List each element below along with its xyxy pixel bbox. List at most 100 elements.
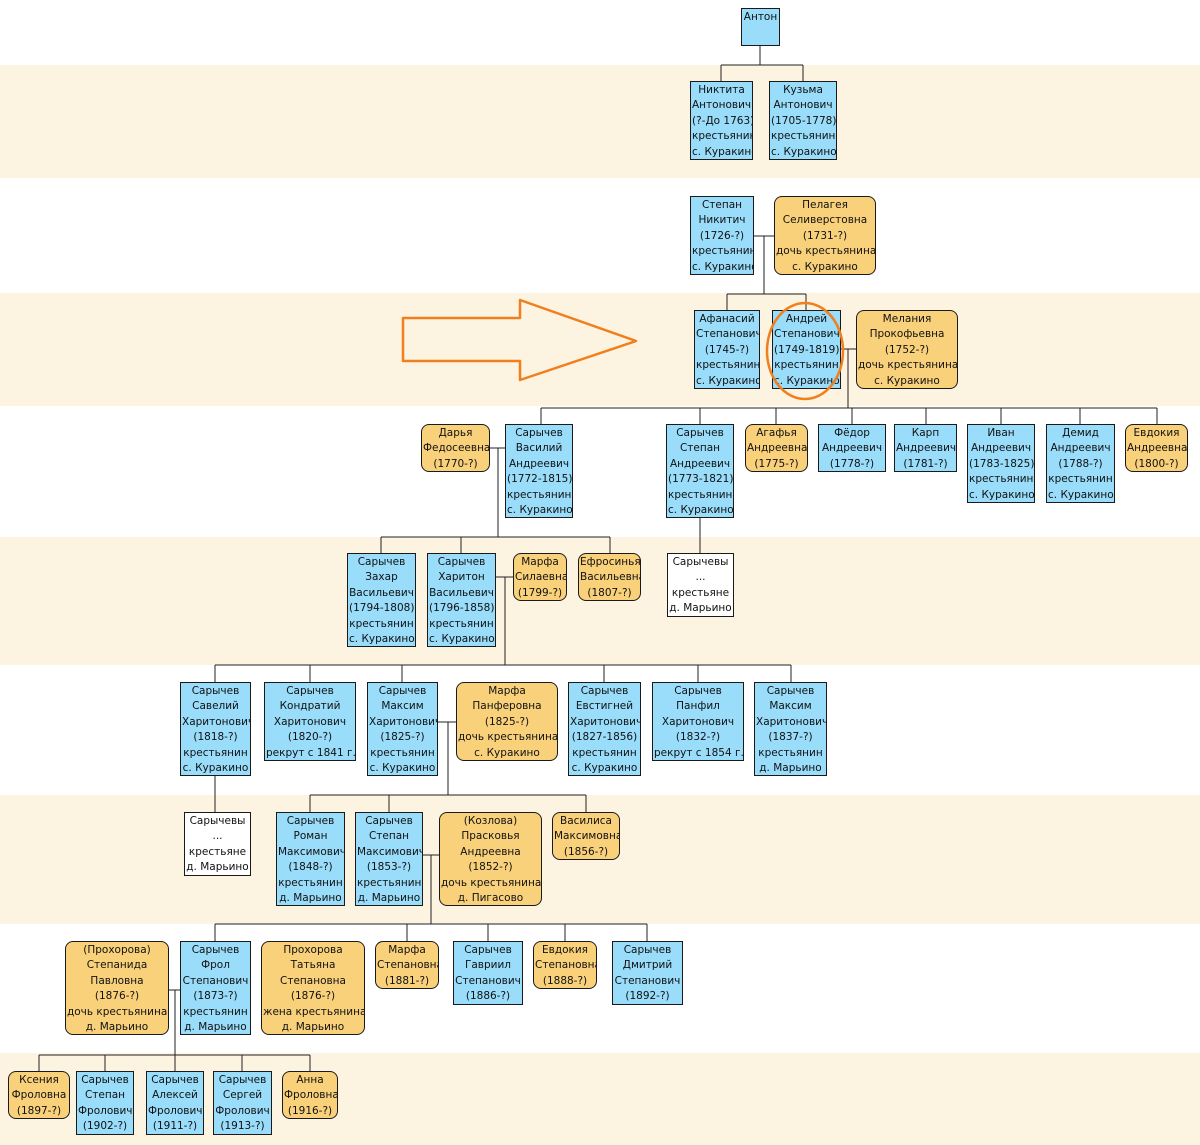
person-card-line: Марфа: [521, 556, 559, 568]
person-card-line: (1726-?): [699, 229, 745, 242]
person-card-line: Павловна: [90, 974, 144, 987]
person-card-line: Харитон: [438, 571, 485, 584]
person-card-line: (1773-1821): [668, 473, 734, 486]
person-card-line: д. Марьино: [186, 861, 249, 874]
person-card-line: (1888-?): [542, 974, 588, 987]
person-card-line: Сарычев: [218, 1074, 267, 1086]
person-card-line: (1752-?): [884, 343, 930, 356]
person-card-line: Афанасий: [699, 313, 755, 325]
person-card-line: Силаевна: [515, 571, 567, 584]
person-card-line: (1897-?): [16, 1104, 62, 1117]
person-card-line: Фролович: [148, 1104, 203, 1117]
person-card-line: Алексей: [152, 1089, 198, 1102]
person-card-line: жена крестьянина: [263, 1005, 365, 1018]
person-card-line: Степанович: [614, 974, 681, 987]
person-card-line: (1856-?): [563, 845, 609, 858]
person-card-line: Максимович: [357, 845, 423, 858]
person-card-line: с. Куракино: [349, 633, 415, 646]
person-card-line: (1876-?): [94, 990, 140, 1003]
person-card-line: Сарычев: [464, 944, 512, 956]
person-card-line: рекрут с 1854 г.: [654, 746, 744, 759]
person-card-line: Степанович: [182, 974, 249, 987]
person-card-line: Захар: [365, 571, 398, 584]
person-card-line: (1892-?): [625, 990, 670, 1003]
person-card-line: с. Куракино: [571, 762, 638, 775]
person-card-line: Мелания: [882, 313, 932, 325]
male-person-card[interactable]: Антон: [741, 8, 780, 46]
person-card-line: Роман: [293, 830, 328, 843]
person-card-line: крестьянин: [357, 876, 422, 889]
person-card-line: Степанович: [696, 328, 760, 341]
person-card-line: крестьянин: [668, 488, 733, 501]
person-card-line: (1837-?): [768, 731, 813, 744]
person-card-line: (1745-?): [704, 343, 750, 356]
person-card-line: Харитонович: [369, 715, 438, 728]
person-card-line: д. Марьино: [759, 762, 822, 775]
person-card-line: Максим: [381, 700, 424, 713]
person-card-line: (1705-1778): [771, 114, 837, 127]
person-card-line: Василий: [515, 442, 563, 455]
person-card-line: (Козлова): [463, 815, 518, 827]
person-card-line: Кузьма: [783, 84, 823, 96]
person-card-line: крестьянин: [774, 359, 839, 372]
person-card-line: крестьянин: [771, 130, 836, 143]
person-card-line: крестьянин: [183, 1005, 248, 1018]
person-card-line: (1881-?): [384, 974, 430, 987]
person-card-line: с. Куракино: [474, 746, 540, 759]
person-card-line: д. Пигасово: [457, 892, 524, 905]
person-card-line: дочь крестьянина: [776, 245, 876, 258]
person-card-line: Сарычев: [81, 1074, 129, 1086]
person-card-line: Харитонович: [182, 715, 251, 728]
person-card-line: Степан: [701, 199, 743, 211]
person-card-line: д. Марьино: [85, 1021, 149, 1034]
person-card-line: ...: [212, 830, 223, 843]
person-card-line: Сарычев: [674, 685, 722, 697]
person-card-line: крестьянин: [758, 746, 823, 759]
